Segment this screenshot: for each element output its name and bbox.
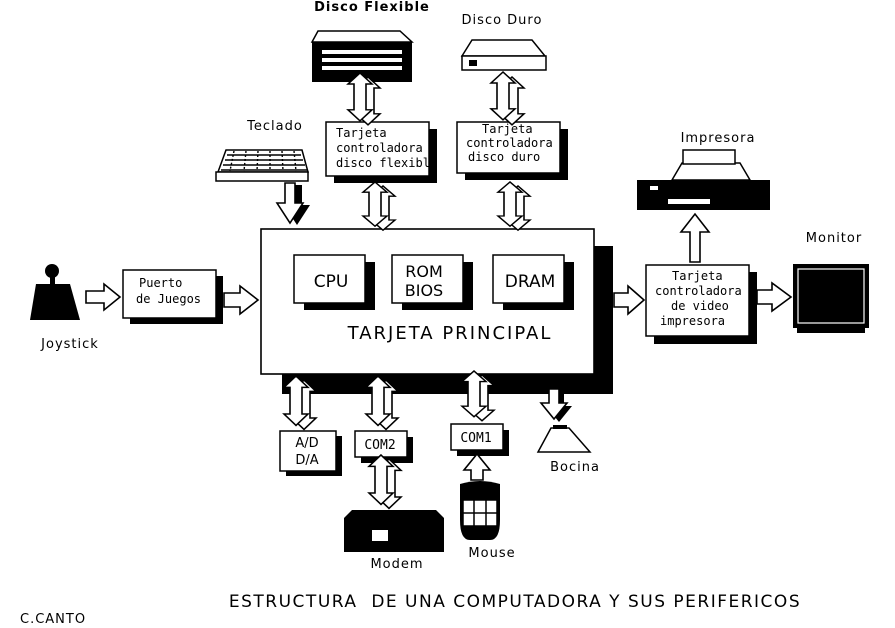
adda-line1: A/D (295, 436, 318, 451)
arrow-mouse-com1 (462, 452, 492, 481)
arrow-video-printer (679, 212, 711, 263)
author-credit: C.CANTO (20, 612, 86, 627)
floppy-controller-card: Tarjeta controladora disco flexible (325, 121, 437, 183)
floppy-controller-line1: Tarjeta (336, 126, 387, 140)
arrow-main-video (613, 284, 646, 316)
arrow-main-speaker (539, 388, 572, 422)
video-controller-line3: de video (671, 299, 729, 313)
keyboard-label: Teclado (246, 119, 303, 134)
keyboard-icon (215, 149, 309, 182)
bios-label: BIOS (405, 281, 443, 300)
printer-label: Impresora (681, 131, 756, 146)
video-controller-line1: Tarjeta (672, 269, 723, 283)
com1-card: COM1 (450, 423, 509, 456)
arrow-hdd-controller-main (497, 181, 531, 231)
main-board-label: TARJETA PRINCIPAL (347, 323, 553, 344)
arrow-com2-modem (368, 454, 402, 510)
floppy-drive-icon (310, 30, 414, 82)
mouse-icon (460, 481, 500, 540)
floppy-label: Disco Flexible (314, 0, 430, 15)
com2-label: COM2 (364, 438, 395, 453)
dram-label: DRAM (505, 272, 556, 292)
com2-card: COM2 (354, 430, 413, 463)
hdd-controller-line1: Tarjeta (482, 122, 533, 136)
arrow-hdd-controller (490, 71, 525, 126)
game-port-card: Puerto de Juegos (122, 269, 223, 324)
hdd-controller-line3: disco duro (468, 150, 540, 164)
speaker-label: Bocina (550, 460, 600, 475)
floppy-controller-line3: disco flexible (336, 156, 437, 170)
monitor-icon (793, 264, 869, 333)
game-port-line2: de Juegos (136, 292, 201, 306)
arrow-floppy-controller-main (362, 181, 396, 231)
diagram-title: ESTRUCTURA DE UNA COMPUTADORA Y SUS PERI… (229, 592, 801, 612)
arrow-keyboard-main (275, 182, 310, 225)
hdd-label: Disco Duro (462, 13, 543, 28)
game-port-line1: Puerto (139, 276, 182, 290)
main-board: TARJETA PRINCIPAL (260, 228, 613, 394)
dram-chip: DRAM (492, 254, 574, 310)
com1-label: COM1 (460, 431, 491, 446)
mouse-label: Mouse (468, 546, 515, 561)
adda-line2: D/A (295, 453, 318, 468)
video-controller-line4: impresora (660, 314, 725, 328)
monitor-label: Monitor (806, 231, 862, 246)
arrow-joystick-gameport (85, 282, 122, 312)
modem-icon (344, 510, 444, 552)
arrow-gameport-main (223, 284, 260, 316)
hdd-controller-line2: controladora (466, 136, 553, 150)
arrow-video-monitor (756, 281, 793, 313)
joystick-label: Joystick (40, 337, 99, 352)
rom-bios-chip: ROM BIOS (391, 254, 473, 310)
video-controller-line2: controladora (655, 284, 742, 298)
video-controller-card: Tarjeta controladora de video impresora (645, 264, 757, 344)
joystick-icon (30, 264, 80, 320)
rom-label: ROM (405, 262, 443, 281)
cpu-label: CPU (314, 272, 349, 292)
printer-icon (637, 149, 770, 210)
speaker-icon (536, 425, 592, 453)
modem-label: Modem (370, 557, 423, 572)
adda-card: A/D D/A (279, 430, 342, 476)
hard-disk-icon (460, 39, 547, 71)
hdd-controller-card: Tarjeta controladora disco duro (456, 121, 568, 180)
cpu-chip: CPU (293, 254, 375, 310)
floppy-controller-line2: controladora (336, 141, 423, 155)
